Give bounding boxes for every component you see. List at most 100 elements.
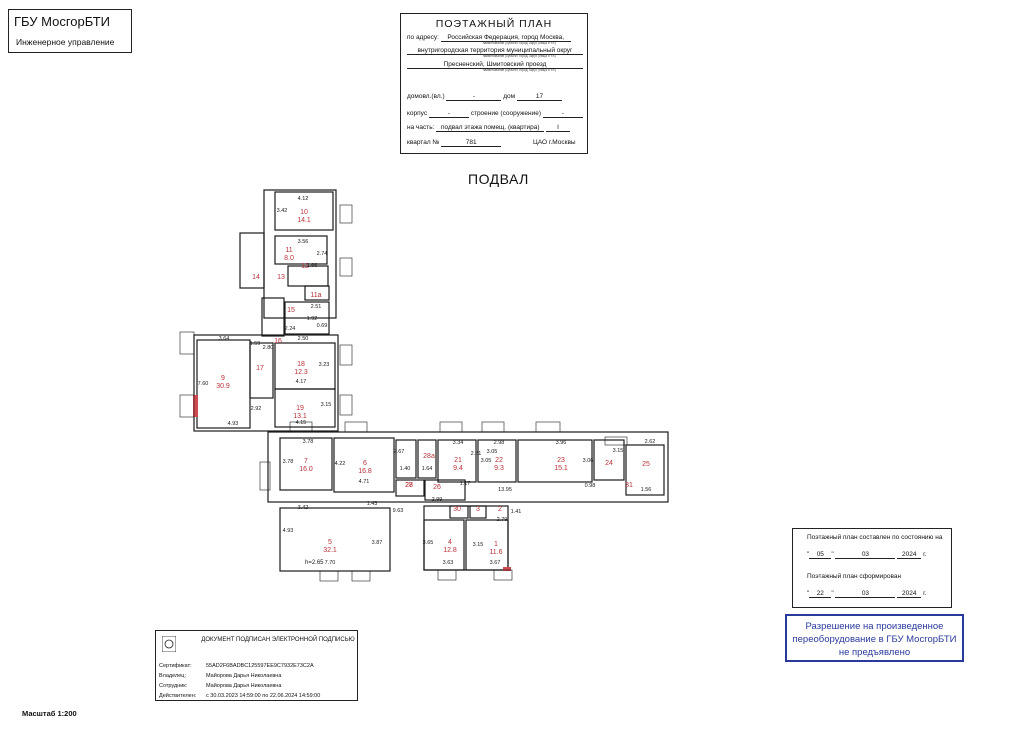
dimension-label: 1.56: [641, 487, 652, 493]
address-row: по адресу: Российская Федерация, город М…: [407, 34, 583, 42]
dimension-label: 2.98: [494, 440, 505, 446]
room-number: 9: [221, 375, 225, 382]
part-row: на часть: подвал этажа помещ. (квартира)…: [407, 124, 583, 132]
room-area: 8.0: [284, 255, 294, 262]
dimension-label: 1.92: [307, 316, 318, 322]
room-number: 31: [625, 482, 633, 489]
window-marks: [193, 395, 511, 571]
room-area: 15.1: [554, 465, 568, 472]
dimension-label: 1.40: [400, 466, 411, 472]
dimension-label: 3.06: [583, 458, 594, 464]
height-note: h=2.65: [305, 560, 324, 566]
part-num: I: [546, 124, 571, 132]
dimension-label: 9.63: [393, 508, 404, 514]
signature-heading: ДОКУМЕНТ ПОДПИСАН ЭЛЕКТРОННОЙ ПОДПИСЬЮ: [201, 637, 355, 643]
dimension-label: 3.78: [303, 439, 314, 445]
dimension-label: 1.64: [422, 466, 433, 472]
plan-state-date: "05" 03 2024 г.: [807, 551, 927, 559]
stamp-title: ПОЭТАЖНЫЙ ПЛАН: [435, 18, 553, 30]
dimension-label: 4.12: [298, 196, 309, 202]
cert-label: Сертификат:: [159, 663, 192, 669]
dimension-label: 2.62: [645, 439, 656, 445]
room-area: 16.8: [358, 468, 372, 475]
room-number: 11: [285, 247, 292, 254]
room-number: 17: [256, 365, 264, 372]
valid-label: Действителен:: [159, 693, 197, 699]
room-number: 7: [304, 458, 308, 465]
dimension-label: 2.79: [497, 517, 508, 523]
dimension-label: 1.41: [511, 509, 522, 515]
corpus-value: -: [428, 110, 469, 118]
dimension-label: 4.71: [359, 479, 370, 485]
dimension-label: 3.05: [487, 449, 498, 455]
room-number: 10: [300, 209, 308, 216]
dimension-label: 4.93: [283, 528, 294, 534]
floor-title: ПОДВАЛ: [468, 171, 529, 187]
dimension-label: 4.15: [296, 420, 307, 426]
dimension-label: 0.98: [585, 483, 596, 489]
dimension-label: 3.34: [453, 440, 464, 446]
plan-state-line: Поэтажный план составлен по состоянию на: [807, 534, 943, 541]
dimension-label: 7.70: [325, 560, 336, 566]
valid-value: с 30.03.2023 14:59:00 по 22.06.2024 14:5…: [206, 693, 321, 699]
room-area: 16.0: [299, 466, 313, 473]
room-number: 16: [274, 338, 282, 345]
electronic-signature-box: ДОКУМЕНТ ПОДПИСАН ЭЛЕКТРОННОЙ ПОДПИСЬЮ С…: [155, 630, 358, 701]
dimension-label: 3.64: [219, 336, 230, 342]
dimension-label: 4.93: [228, 421, 239, 427]
room-area: 9.4: [453, 465, 463, 472]
dimension-label: 3.23: [319, 362, 330, 368]
dimension-label: 3.05: [481, 458, 492, 464]
walls: [193, 189, 669, 572]
room-number: 4: [448, 539, 452, 546]
room-number: 24: [605, 460, 613, 467]
house-row: домовл.(вл.) - дом 17: [407, 93, 583, 101]
dimension-label: 13.95: [498, 487, 512, 493]
room-number: 18: [297, 361, 305, 368]
house-value: -: [446, 93, 502, 101]
dimension-label: 3.96: [556, 440, 567, 446]
dimension-labels: 4.123.423.562.741.662.511.920.692.242.50…: [198, 196, 656, 566]
address-line-2: внутригородская территория муниципальный…: [407, 47, 583, 55]
dimension-label: 4.17: [296, 379, 307, 385]
room-number: 22: [495, 457, 503, 464]
room-number: 23: [557, 457, 565, 464]
room-number: 14: [252, 274, 260, 281]
room-number: 11а: [310, 292, 321, 299]
owner-value: Майорова Дарья Николаевна: [206, 673, 282, 679]
address-line-1: Российская Федерация, город Москва,: [440, 34, 571, 42]
dimension-label: 3.42: [298, 505, 309, 511]
dom-value: 17: [516, 93, 562, 101]
address-row-2: внутригородская территория муниципальный…: [407, 47, 583, 55]
dimension-label: 3.15: [473, 542, 484, 548]
dimension-label: 1.66: [307, 263, 318, 269]
employee-label: Сотрудник:: [159, 683, 188, 689]
dimension-label: 1.59: [250, 341, 261, 347]
quarter-row: квартал № 781 ЦАО г.Москвы: [407, 139, 576, 147]
room-number: 13: [277, 274, 285, 281]
room-number: 2: [498, 506, 502, 513]
dimension-label: 2.80: [263, 345, 274, 351]
room-number: 6: [363, 460, 367, 467]
dimension-label: 1.17: [460, 481, 471, 487]
dimension-label: 4.22: [335, 461, 346, 467]
room-area: 30.9: [216, 383, 230, 390]
dimension-label: 3.15: [613, 448, 624, 454]
part-value: подвал этажа помещ. (квартира): [436, 124, 545, 132]
dimension-label: 3.65: [423, 540, 434, 546]
organization-box: [8, 9, 132, 53]
room-number: 1: [494, 541, 498, 548]
address-hint-1: наименование (субъект, город, округ, ули…: [482, 41, 557, 45]
dimension-label: 2.67: [394, 449, 405, 455]
moscow-emblem-icon: [162, 636, 176, 652]
corpus-row: корпус - строение (сооружение) -: [407, 110, 583, 118]
dimension-label: 3.63: [443, 560, 454, 566]
room-number: 28: [405, 482, 413, 489]
dimension-label: 7.60: [198, 381, 209, 387]
window-frames: [179, 204, 628, 582]
dimension-label: 0.69: [317, 323, 328, 329]
plan-formed-date: "22" 03 2024 г.: [807, 590, 927, 598]
employee-value: Майорова Дарья Николаевна: [206, 683, 282, 689]
room-area: 9.3: [494, 465, 504, 472]
district: ЦАО г.Москвы: [533, 139, 576, 146]
